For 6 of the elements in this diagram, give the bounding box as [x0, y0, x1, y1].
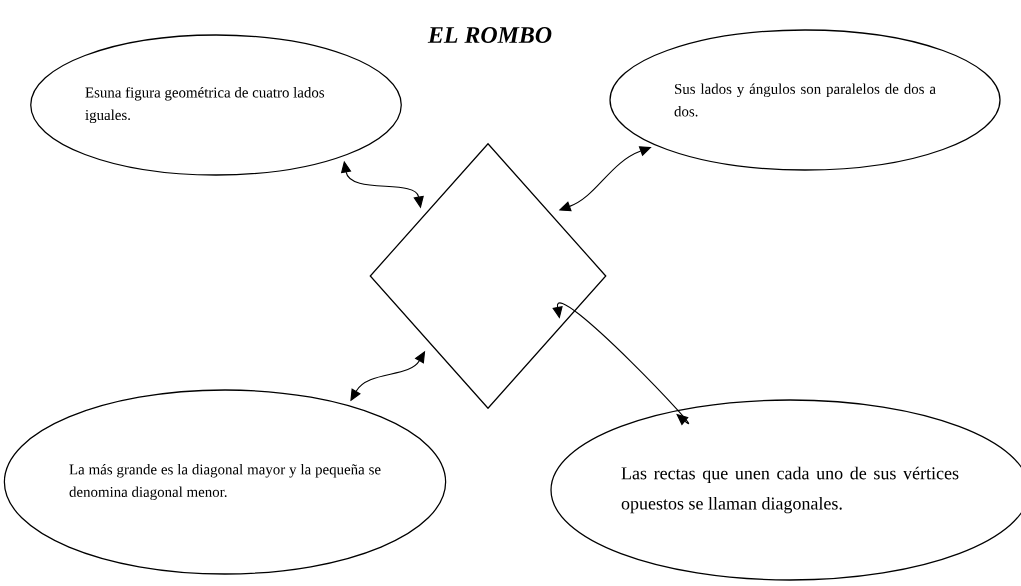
ellipse-bubble: Las rectas que unen cada uno de sus vértices opuestos se llaman diagonales. [550, 399, 1021, 581]
ellipse-bubble: Esuna figura geométrica de cuatro lados iguales. [30, 34, 402, 176]
wavy-arrow [552, 302, 690, 426]
ellipse-bubble: La más grande es la diagonal mayor y la pequeña se denomina diagonal menor. [3, 389, 447, 575]
ellipse-bubble: Sus lados y ángulos son paralelos de dos a dos. [609, 29, 1001, 171]
title: EL ROMBO [427, 26, 552, 44]
